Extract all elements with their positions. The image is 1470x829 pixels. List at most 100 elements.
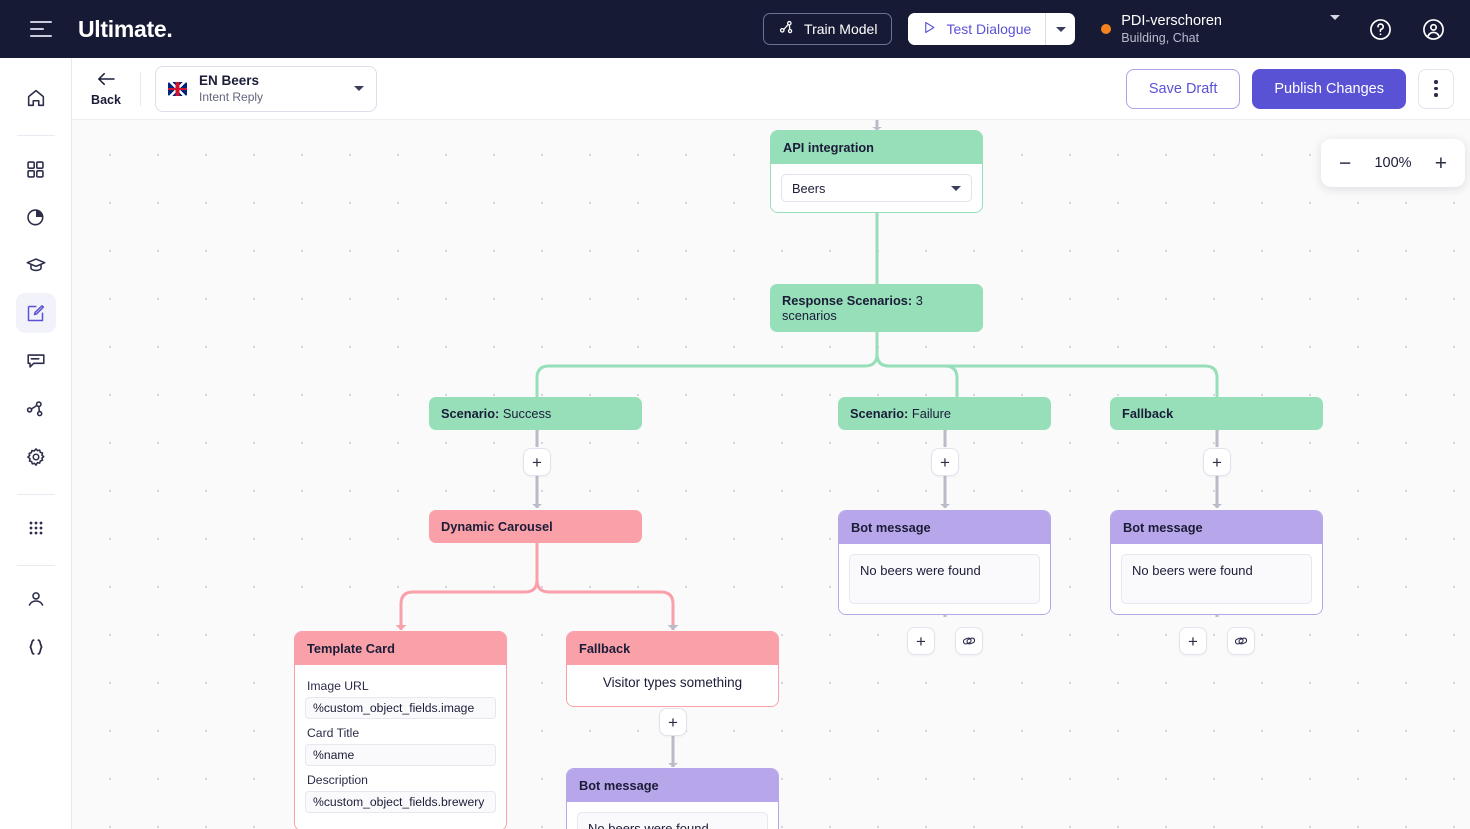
help-circle-icon (1370, 18, 1391, 40)
bot-message-failure-text[interactable]: No beers were found (849, 554, 1040, 604)
sidebar-item-dashboard[interactable] (16, 149, 56, 189)
chevron-down-icon (951, 185, 961, 191)
train-model-button[interactable]: Train Model (763, 13, 893, 45)
zoom-level-label: 100% (1374, 155, 1412, 171)
node-scenario-success[interactable]: Scenario: Success (429, 397, 642, 430)
home-icon (27, 89, 44, 107)
node-response-scenarios-title: Response Scenarios: 3 scenarios (770, 284, 983, 332)
save-draft-button[interactable]: Save Draft (1125, 68, 1241, 109)
node-bot-message-failure-title: Bot message (839, 511, 1050, 544)
train-model-label: Train Model (804, 21, 878, 37)
node-scenario-failure-title: Scenario: Failure (838, 397, 1051, 430)
test-dialogue-dropdown-caret[interactable] (1045, 13, 1075, 45)
sidebar-item-training[interactable] (16, 245, 56, 285)
field-input-image-url[interactable]: %custom_object_fields.image (305, 697, 496, 719)
help-button[interactable] (1368, 17, 1393, 42)
node-scenario-fallback[interactable]: Fallback (1110, 397, 1323, 430)
node-bot-message-failure[interactable]: Bot message No beers were found (838, 510, 1051, 615)
node-bot-message-bottom-body: No beers were found (567, 802, 778, 829)
sidebar-item-analytics[interactable] (16, 197, 56, 237)
sidebar-divider (16, 565, 55, 566)
node-template-card-title: Template Card (295, 632, 506, 665)
bot-message-bottom-text[interactable]: No beers were found (577, 812, 768, 829)
scenario-success-label: Scenario: (441, 406, 500, 421)
toolbar-actions: Save Draft Publish Changes (1125, 68, 1470, 109)
node-template-card[interactable]: Template Card Image URL %custom_object_f… (294, 631, 507, 829)
response-scenarios-label: Response Scenarios: (782, 293, 913, 308)
bot-message-fallback-text[interactable]: No beers were found (1121, 554, 1312, 604)
bot-name: PDI-verschoren (1121, 12, 1222, 29)
chevron-down-icon (1330, 15, 1340, 37)
bot-selector-caret[interactable] (1330, 15, 1340, 38)
top-navigation-bar: Ultimate. Train Model (0, 0, 1470, 58)
node-response-scenarios[interactable]: Response Scenarios: 3 scenarios (770, 284, 983, 332)
link-node-button-bot-fallback[interactable] (1227, 627, 1255, 655)
chat-bubble-icon (26, 354, 45, 368)
account-button[interactable] (1421, 17, 1446, 42)
node-scenario-fallback-title: Fallback (1110, 397, 1323, 430)
status-dot-icon (1101, 24, 1112, 34)
dialogue-flow-canvas[interactable]: − 100% + API integration Beers Response … (72, 120, 1470, 829)
account-circle-icon (1423, 18, 1444, 40)
field-label-image-url: Image URL (307, 679, 369, 693)
back-button[interactable]: Back (80, 71, 132, 107)
back-label: Back (91, 92, 121, 107)
sidebar-item-settings[interactable] (16, 437, 56, 477)
sidebar-item-apps[interactable] (16, 508, 56, 548)
carousel-fallback-text: Visitor types something (573, 669, 772, 700)
uk-flag-icon (168, 81, 187, 96)
add-node-button-bot-failure[interactable]: + (907, 627, 935, 655)
sidebar-item-dialogue-builder[interactable] (15, 293, 56, 333)
node-bot-message-bottom[interactable]: Bot message No beers were found (566, 768, 779, 829)
add-node-button-bot-fallback[interactable]: + (1179, 627, 1207, 655)
publish-changes-button[interactable]: Publish Changes (1252, 68, 1406, 109)
scenario-failure-label: Scenario: (850, 406, 909, 421)
edit-square-icon (27, 304, 45, 321)
link-chain-icon (1234, 637, 1248, 645)
zoom-in-button[interactable]: + (1434, 151, 1447, 175)
link-chain-icon (962, 637, 976, 645)
test-dialogue-button[interactable]: Test Dialogue (908, 13, 1046, 45)
left-sidebar-rail (0, 58, 72, 829)
node-bot-message-fallback[interactable]: Bot message No beers were found (1110, 510, 1323, 615)
field-input-card-title[interactable]: %name (305, 744, 496, 766)
field-input-description[interactable]: %custom_object_fields.brewery (305, 791, 496, 813)
bot-status-selector[interactable]: PDI-verschoren Building, Chat (1101, 13, 1222, 46)
intent-title: EN Beers (199, 73, 260, 88)
node-template-card-body: Image URL %custom_object_fields.image Ca… (295, 665, 506, 829)
node-bot-message-fallback-body: No beers were found (1111, 544, 1322, 614)
node-bot-message-failure-body: No beers were found (839, 544, 1050, 614)
sidebar-item-users[interactable] (16, 579, 56, 619)
node-carousel-fallback-body: Visitor types something (567, 665, 778, 706)
field-label-description: Description (307, 773, 368, 787)
intent-selector[interactable]: EN Beers Intent Reply (155, 65, 377, 112)
play-triangle-icon (922, 20, 937, 38)
link-node-button-bot-failure[interactable] (955, 627, 983, 655)
add-node-button-success[interactable]: + (523, 448, 551, 476)
train-model-icon (778, 19, 795, 39)
add-node-button-carousel-fallback[interactable]: + (659, 708, 687, 736)
more-options-button[interactable] (1418, 68, 1454, 109)
api-integration-select[interactable]: Beers (781, 174, 972, 202)
zoom-out-button[interactable]: − (1339, 151, 1352, 175)
sidebar-item-integrations[interactable] (16, 389, 56, 429)
node-api-integration[interactable]: API integration Beers (770, 130, 983, 213)
sidebar-item-home[interactable] (16, 78, 56, 118)
hamburger-icon[interactable] (30, 21, 52, 37)
add-node-button-failure[interactable]: + (931, 448, 959, 476)
chevron-down-icon (1055, 26, 1066, 32)
sidebar-item-developer[interactable] (16, 627, 56, 667)
sidebar-item-conversations[interactable] (16, 341, 56, 381)
node-bot-message-fallback-title: Bot message (1111, 511, 1322, 544)
node-bot-message-bottom-title: Bot message (567, 769, 778, 802)
intent-toolbar: Back EN Beers Intent Reply Save Draft Pu… (72, 58, 1470, 120)
node-dynamic-carousel[interactable]: Dynamic Carousel (429, 510, 642, 543)
scenario-success-value: Success (502, 406, 552, 421)
sidebar-divider (16, 135, 55, 136)
node-scenario-failure[interactable]: Scenario: Failure (838, 397, 1051, 430)
response-scenarios-value: 3 scenarios (782, 293, 923, 323)
kebab-dot-icon (1434, 93, 1438, 97)
add-node-button-fallback[interactable]: + (1203, 448, 1231, 476)
node-carousel-fallback[interactable]: Fallback Visitor types something (566, 631, 779, 707)
